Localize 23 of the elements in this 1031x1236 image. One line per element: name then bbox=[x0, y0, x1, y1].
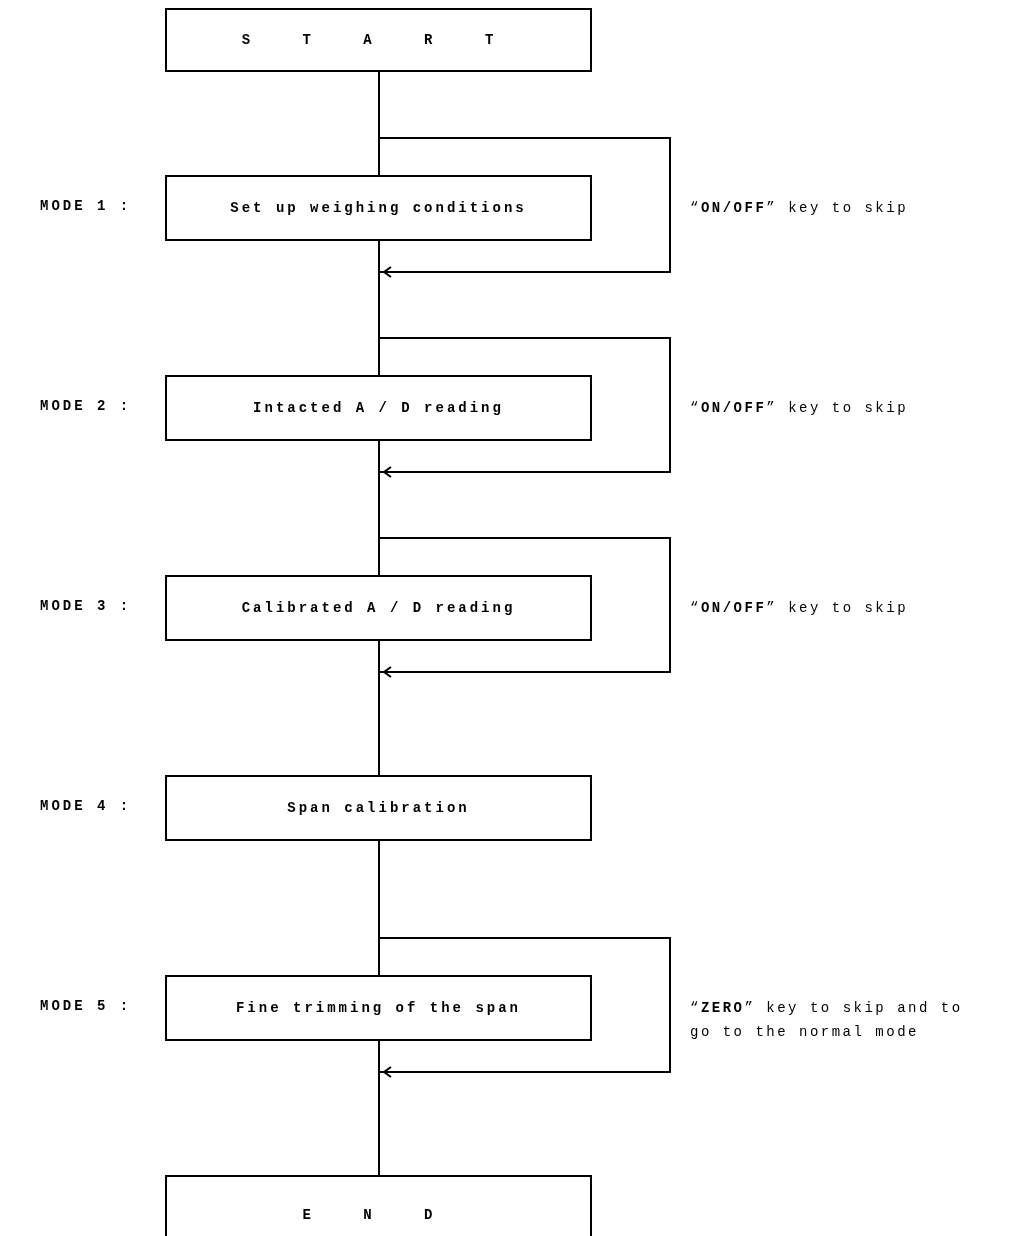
step-text: E N D bbox=[302, 1207, 455, 1223]
edge-label: “ON/OFF” key to skip bbox=[690, 399, 910, 418]
terminal-box bbox=[165, 8, 592, 72]
terminal-box bbox=[165, 1175, 592, 1236]
process-box bbox=[165, 375, 592, 441]
step-text: Set up weighing conditions bbox=[230, 200, 527, 216]
mode-label: MODE 4 : bbox=[40, 798, 132, 814]
mode-label: MODE 5 : bbox=[40, 998, 132, 1014]
step-text: Intacted A / D reading bbox=[253, 400, 504, 416]
process-box bbox=[165, 175, 592, 241]
process-box bbox=[165, 975, 592, 1041]
step-text: S T A R T bbox=[241, 32, 516, 48]
mode-label: MODE 1 : bbox=[40, 198, 132, 214]
step-text: Calibrated A / D reading bbox=[241, 600, 516, 616]
step-text: Fine trimming of the span bbox=[235, 1000, 521, 1016]
mode-label: MODE 2 : bbox=[40, 398, 132, 414]
process-box bbox=[165, 775, 592, 841]
edge-label: “ZERO” key to skip and to go to the normal mode bbox=[690, 999, 964, 1042]
edge-label: “ON/OFF” key to skip bbox=[690, 199, 910, 218]
mode-label: MODE 3 : bbox=[40, 598, 132, 614]
edge-label: “ON/OFF” key to skip bbox=[690, 599, 910, 618]
process-box bbox=[165, 575, 592, 641]
step-text: Span calibration bbox=[287, 800, 470, 816]
